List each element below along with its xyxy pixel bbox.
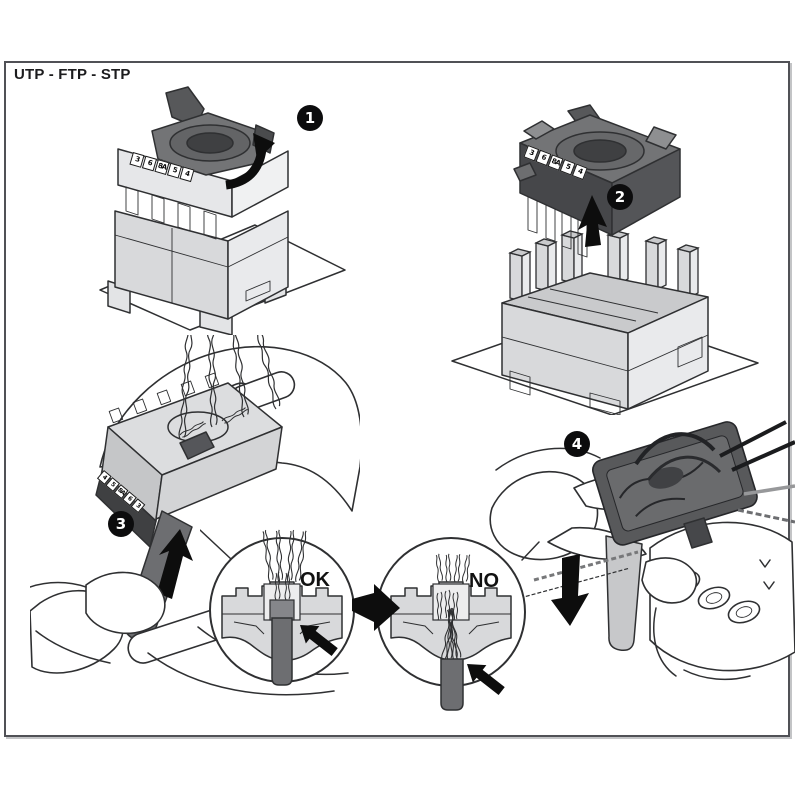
step-2-badge: 2: [607, 184, 633, 210]
step-1-number: 1: [304, 109, 316, 127]
loose-wires: [519, 420, 795, 599]
ok-cross-section: [221, 529, 343, 686]
ok-no-detail: [200, 529, 540, 711]
down-arrow-icon: [551, 554, 589, 626]
thumb: [641, 557, 698, 604]
step-2-illustration: [451, 104, 759, 415]
connector-base: [107, 148, 289, 335]
callout-leader-line-right: [521, 541, 540, 561]
cable: [605, 535, 643, 652]
step-4-badge: 4: [564, 431, 590, 457]
step-3-badge: 3: [108, 511, 134, 537]
step-1-badge: 1: [297, 105, 323, 131]
step-3-illustration: [30, 335, 360, 696]
step-2-number: 2: [614, 188, 626, 206]
no-label: NO: [469, 570, 499, 592]
page-title: UTP - FTP - STP: [14, 66, 131, 83]
ok-label: OK: [300, 569, 330, 591]
step-4-number: 4: [571, 435, 583, 453]
locking-cap: [151, 86, 275, 176]
lower-hand: [30, 571, 349, 696]
connector-base: [501, 230, 709, 415]
right-arrow-icon: [352, 584, 400, 631]
callout-leader-line: [200, 529, 232, 560]
rotate-arrow-icon: [225, 133, 275, 190]
step-3-number: 3: [115, 515, 127, 533]
step-4-illustration: [489, 420, 795, 681]
up-arrow-icon: [157, 529, 193, 599]
step-1-illustration: [99, 86, 346, 335]
no-cross-section: [390, 553, 512, 711]
up-arrow-icon: [578, 195, 607, 247]
